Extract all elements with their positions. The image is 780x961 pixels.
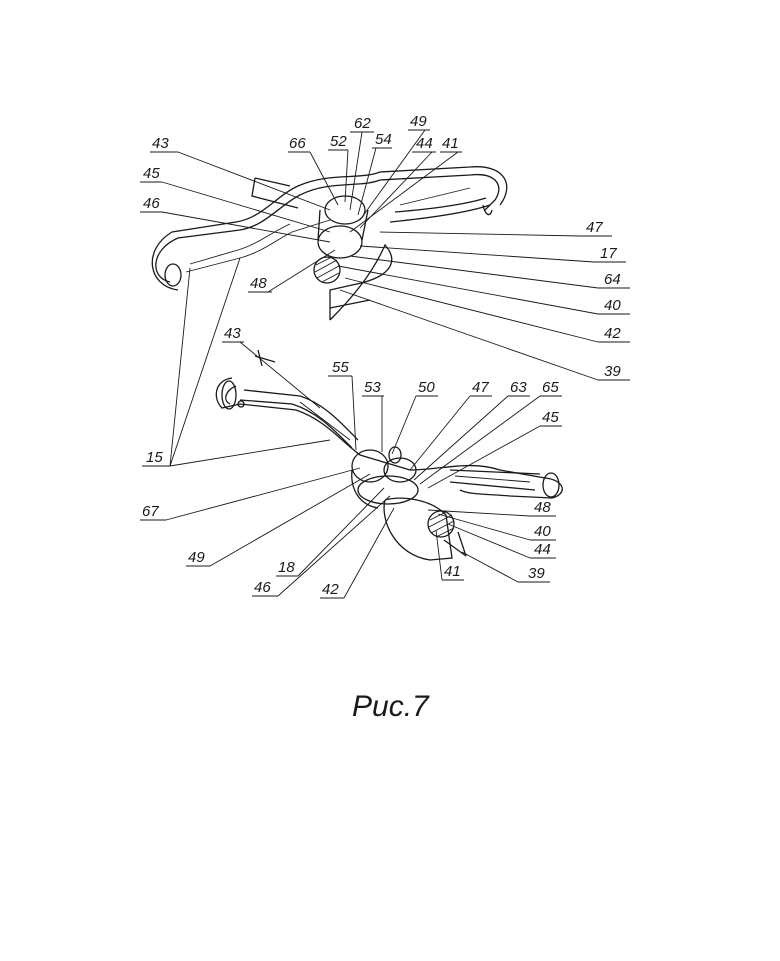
label-47-top: 47 [586, 219, 603, 236]
label-65: 65 [542, 379, 559, 396]
label-41-bottom: 41 [444, 563, 461, 580]
label-48-bottom: 48 [534, 499, 551, 516]
part-labels: 43 66 52 62 54 49 44 41 45 46 47 17 64 4… [142, 113, 621, 598]
label-42-bottom: 42 [322, 581, 339, 598]
label-46-bottom: 46 [254, 579, 271, 596]
label-43-bottom: 43 [224, 325, 241, 342]
label-45-top: 45 [143, 165, 160, 182]
label-67: 67 [142, 503, 159, 520]
figure-caption: Рис.7 [352, 690, 430, 723]
label-43-top: 43 [152, 135, 169, 152]
leader-lines [140, 130, 630, 598]
label-15: 15 [146, 449, 163, 466]
label-40-bottom: 40 [534, 523, 551, 540]
label-62: 62 [354, 115, 371, 132]
label-40-top: 40 [604, 297, 621, 314]
label-45-bottom: 45 [542, 409, 559, 426]
label-47-bottom: 47 [472, 379, 489, 396]
label-42-top: 42 [604, 325, 621, 342]
label-39-bottom: 39 [528, 565, 545, 582]
label-66: 66 [289, 135, 306, 152]
label-54: 54 [375, 131, 392, 148]
label-49-top: 49 [410, 113, 427, 130]
label-53: 53 [364, 379, 381, 396]
label-49-bottom: 49 [188, 549, 205, 566]
label-64: 64 [604, 271, 621, 288]
label-44-top: 44 [416, 135, 433, 152]
hatch-top [315, 258, 339, 282]
label-39-top: 39 [604, 363, 621, 380]
label-52: 52 [330, 133, 347, 150]
label-55: 55 [332, 359, 349, 376]
label-18: 18 [278, 559, 295, 576]
label-46-top: 46 [143, 195, 160, 212]
label-44-bottom: 44 [534, 541, 551, 558]
label-50: 50 [418, 379, 435, 396]
label-41-top: 41 [442, 135, 459, 152]
label-63: 63 [510, 379, 527, 396]
label-48-top: 48 [250, 275, 267, 292]
label-17: 17 [600, 245, 617, 262]
